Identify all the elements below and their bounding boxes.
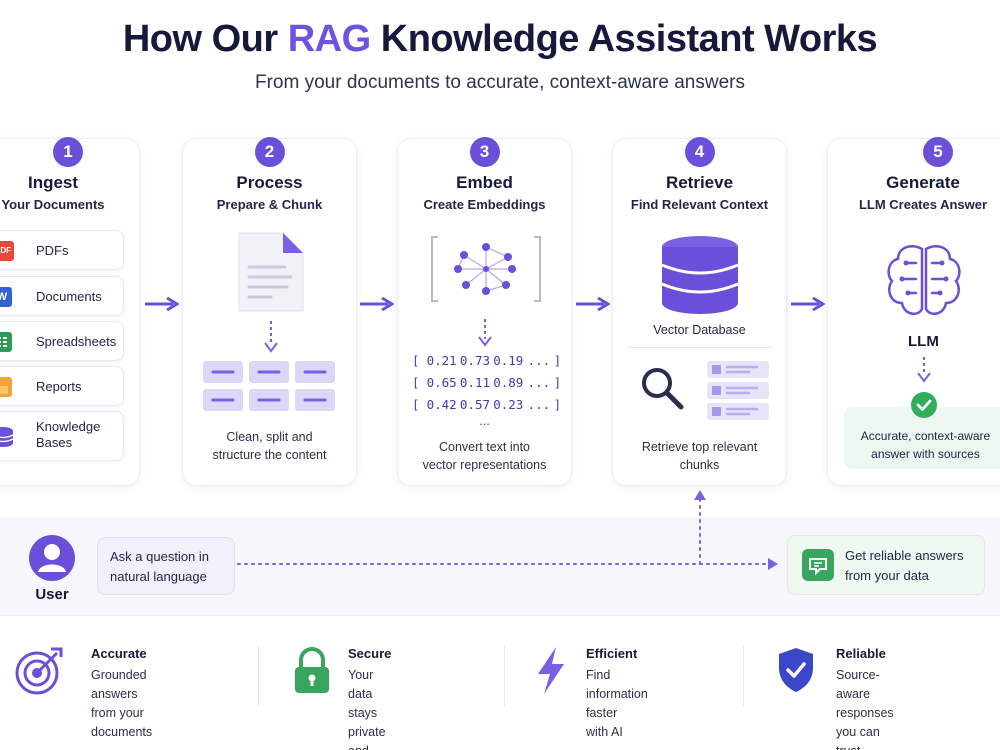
target-icon [15,647,63,695]
step-subtitle: Create Embeddings [423,197,546,212]
feature-divider [258,646,259,706]
magnifier-search-icon [642,368,684,410]
shield-check-icon [779,648,813,692]
step-title: Process [236,173,303,192]
step-subtitle: Find Relevant Context [630,197,769,212]
user-label: User [35,586,69,603]
vector-value: [ [412,397,420,412]
lightning-icon [538,647,564,694]
step-process-card: 2 Process Prepare & Chunk Clean, split a… [182,137,357,486]
answer-result-box: Get reliable answers from your data [787,535,985,595]
step-number-badge: 2 [254,137,285,167]
flow-arrow [360,296,394,312]
vector-database-icon [661,236,739,314]
divider-line [627,347,773,348]
chunks-grid-icon [203,361,335,411]
report-icon [0,377,12,397]
step-generate-card: 5 Generate LLM Creates Answer LLM Accura… [827,137,1000,486]
step-title: Retrieve [665,173,734,192]
vector-value: ] [553,353,562,368]
dotted-query-path [237,490,778,570]
step-caption: Retrieve top relevant chunks [641,440,758,472]
vector-value: ... [527,397,551,412]
vector-value: [ [412,353,420,368]
vector-value: ] [553,397,562,412]
doc-item-pdfs: PDF PDFs [0,230,124,270]
feature-divider [743,646,744,706]
vector-value: 0.42 [426,397,457,412]
vector-ellipsis: ... [479,413,490,428]
vector-value: [ [412,375,420,390]
user-avatar-icon [29,535,75,581]
step-number-badge: 4 [684,137,715,167]
vector-value: ... [527,375,551,390]
step-title: Ingest [27,173,79,192]
doc-item-spreadsheets: Spreadsheets [0,321,124,361]
dotted-down-arrow [264,321,278,353]
doc-item-knowledge-bases: Knowledge Bases [0,411,124,461]
chat-answer-icon [802,549,834,581]
vector-value: 0.73 [459,353,491,368]
step-number-badge: 5 [923,137,953,167]
step-retrieve-card: 4 Retrieve Find Relevant Context Vector … [612,137,787,486]
brain-circuit-icon [887,245,961,316]
vector-value: 0.89 [493,375,524,390]
flow-arrow [145,296,179,312]
llm-label: LLM [908,333,939,350]
network-embedding-icon [431,236,541,302]
step-subtitle: Your Documents [1,197,105,212]
doc-item-documents: W Documents [0,276,124,316]
step-subtitle: LLM Creates Answer [858,197,988,212]
step-ingest-card: 1 Ingest Your Documents PDF PDFs W Docum… [0,137,140,486]
step-subtitle: Prepare & Chunk [216,197,323,212]
dotted-down-arrow [478,319,492,347]
step-title: Embed [456,173,513,192]
question-box: Ask a question in natural language [97,537,235,595]
vector-value: 0.23 [493,397,524,412]
doc-item-reports: Reports [0,366,124,406]
page-title: How Our RAG Knowledge Assistant Works [122,18,878,60]
step-caption: Clean, split and structure the content [212,430,327,462]
vector-value: 0.19 [493,353,524,368]
vector-value: 0.21 [426,353,457,368]
dotted-down-arrow [917,357,931,383]
vector-value: 0.57 [459,397,491,412]
feature-divider [504,646,505,706]
lock-icon [295,647,329,693]
vector-database-label: Vector Database [653,323,746,337]
check-circle-icon [911,392,937,418]
vector-value: ... [527,353,551,368]
word-doc-icon: W [0,287,12,307]
spreadsheet-icon [0,332,12,352]
step-number-badge: 1 [53,137,83,167]
step-number-badge: 3 [469,137,500,167]
document-icon [238,232,304,312]
database-icon [0,426,14,447]
vector-value: 0.65 [426,375,457,390]
vector-value: 0.11 [459,375,491,390]
step-title: Generate [886,173,960,192]
flow-arrow [576,296,610,312]
page-subtitle: From your documents to accurate, context… [255,72,745,93]
title-accent: RAG [287,18,371,60]
retrieved-chunks-icon [707,361,769,420]
flow-arrow [791,296,825,312]
step-caption: Convert text into vector representations [422,440,547,472]
vector-value: ] [553,375,562,390]
pdf-icon: PDF [0,241,14,261]
